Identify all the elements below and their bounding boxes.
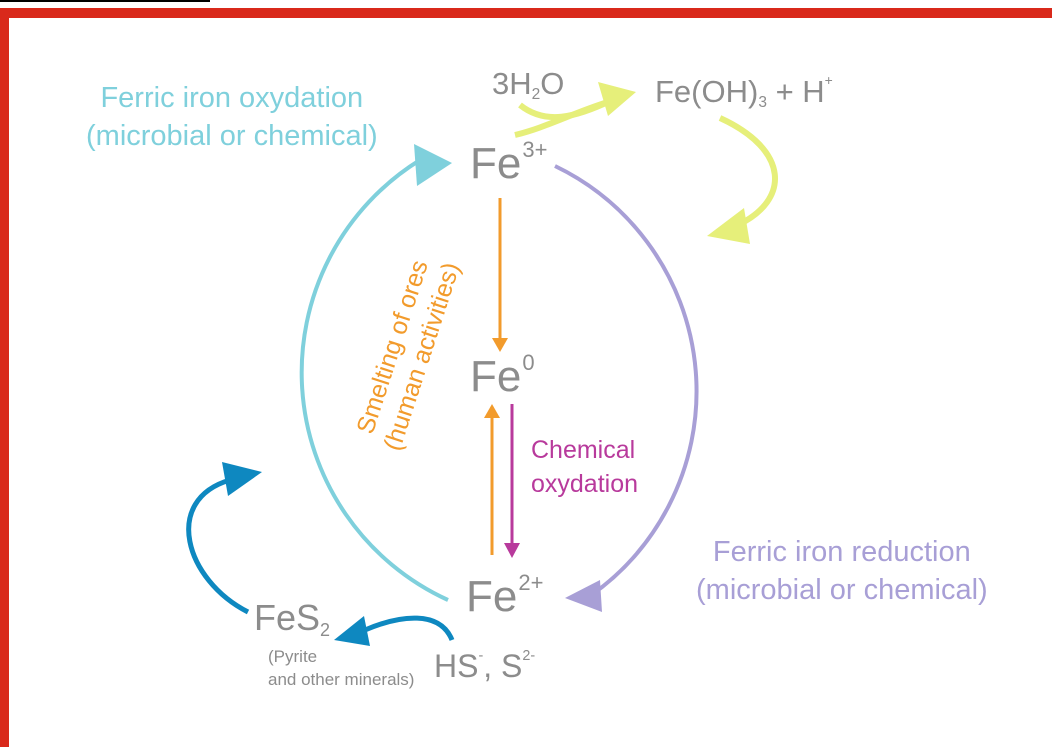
chemical-oxidation-line2: oxydation	[531, 469, 639, 498]
sulfide-hs: HS	[434, 648, 479, 684]
hydrolysis-arrowhead	[598, 82, 636, 116]
ferric-oxidation-line2: (microbial or chemical)	[86, 119, 378, 152]
ferric-reduction-label: Ferric iron reduction (microbial or chem…	[696, 534, 988, 609]
fe2-species: Fe2+	[466, 572, 543, 621]
fe0-species: Fe0	[470, 352, 535, 401]
ferric-reduction-arc	[554, 164, 699, 598]
sulfide-species: HS-, S2-	[434, 647, 536, 684]
ferric-oxidation-arc	[299, 158, 449, 602]
sulfide-hs-charge: -	[478, 647, 484, 664]
ferric-oxidation-label: Ferric iron oxydation (microbial or chem…	[86, 80, 378, 155]
fe0-base: Fe	[470, 352, 522, 401]
ferric-oxidation-arrowhead	[414, 144, 452, 186]
hydroxide-return-arrowhead	[707, 208, 750, 244]
sulfide-curve	[364, 615, 455, 642]
smelting-arrowhead-down	[492, 338, 508, 352]
fe3-species: Fe3+	[470, 139, 547, 188]
chemical-oxidation-arrowhead	[504, 543, 520, 558]
pyrite-note: (Pyrite and other minerals)	[268, 646, 414, 692]
red-frame	[0, 8, 1052, 747]
hydroxide-species: Fe(OH)3 + H+	[655, 73, 833, 110]
pyrite-note-line1: (Pyrite	[268, 647, 318, 666]
hydroxide-plus: + H	[766, 74, 825, 109]
top-rule	[0, 0, 210, 2]
pyrite-oxidation-curve	[186, 477, 250, 615]
fe2-charge: 2+	[518, 570, 544, 596]
smelting-arrowhead-up	[484, 404, 500, 418]
chemical-oxidation-label: Chemical oxydation	[531, 434, 638, 502]
water-sub: 2	[531, 86, 541, 104]
ferric-reduction-line1: Ferric iron reduction	[712, 536, 971, 568]
hydroxide-sub: 3	[758, 94, 767, 112]
fe0-charge: 0	[522, 350, 535, 376]
pyrite-oxidation-arrowhead	[222, 462, 262, 496]
sulfide-sep: , S	[483, 648, 523, 684]
pyrite-base: FeS	[254, 597, 321, 638]
pyrite-sub: 2	[320, 620, 331, 641]
water-coef: 3H	[492, 66, 532, 101]
hydrolysis-branch	[514, 99, 609, 138]
chemical-oxidation-line1: Chemical	[531, 436, 636, 464]
water-species: 3H2O	[492, 66, 565, 103]
ferric-oxidation-line1: Ferric iron oxydation	[100, 82, 364, 114]
ferric-reduction-arrowhead	[565, 580, 602, 612]
fe3-base: Fe	[470, 139, 522, 188]
ferric-reduction-line2: (microbial or chemical)	[696, 573, 988, 606]
pyrite-note-line2: and other minerals)	[268, 669, 415, 689]
hydroxide-base: Fe(OH)	[655, 74, 759, 109]
hydroxide-return-curve	[718, 115, 778, 228]
water-tail: O	[540, 66, 565, 101]
sulfide-s-charge: 2-	[522, 647, 536, 664]
fe3-charge: 3+	[522, 137, 548, 163]
pyrite-species: FeS2	[254, 597, 330, 640]
sulfide-arrowhead	[334, 616, 370, 646]
fe2-base: Fe	[466, 572, 518, 621]
hydroxide-charge: +	[824, 72, 833, 89]
